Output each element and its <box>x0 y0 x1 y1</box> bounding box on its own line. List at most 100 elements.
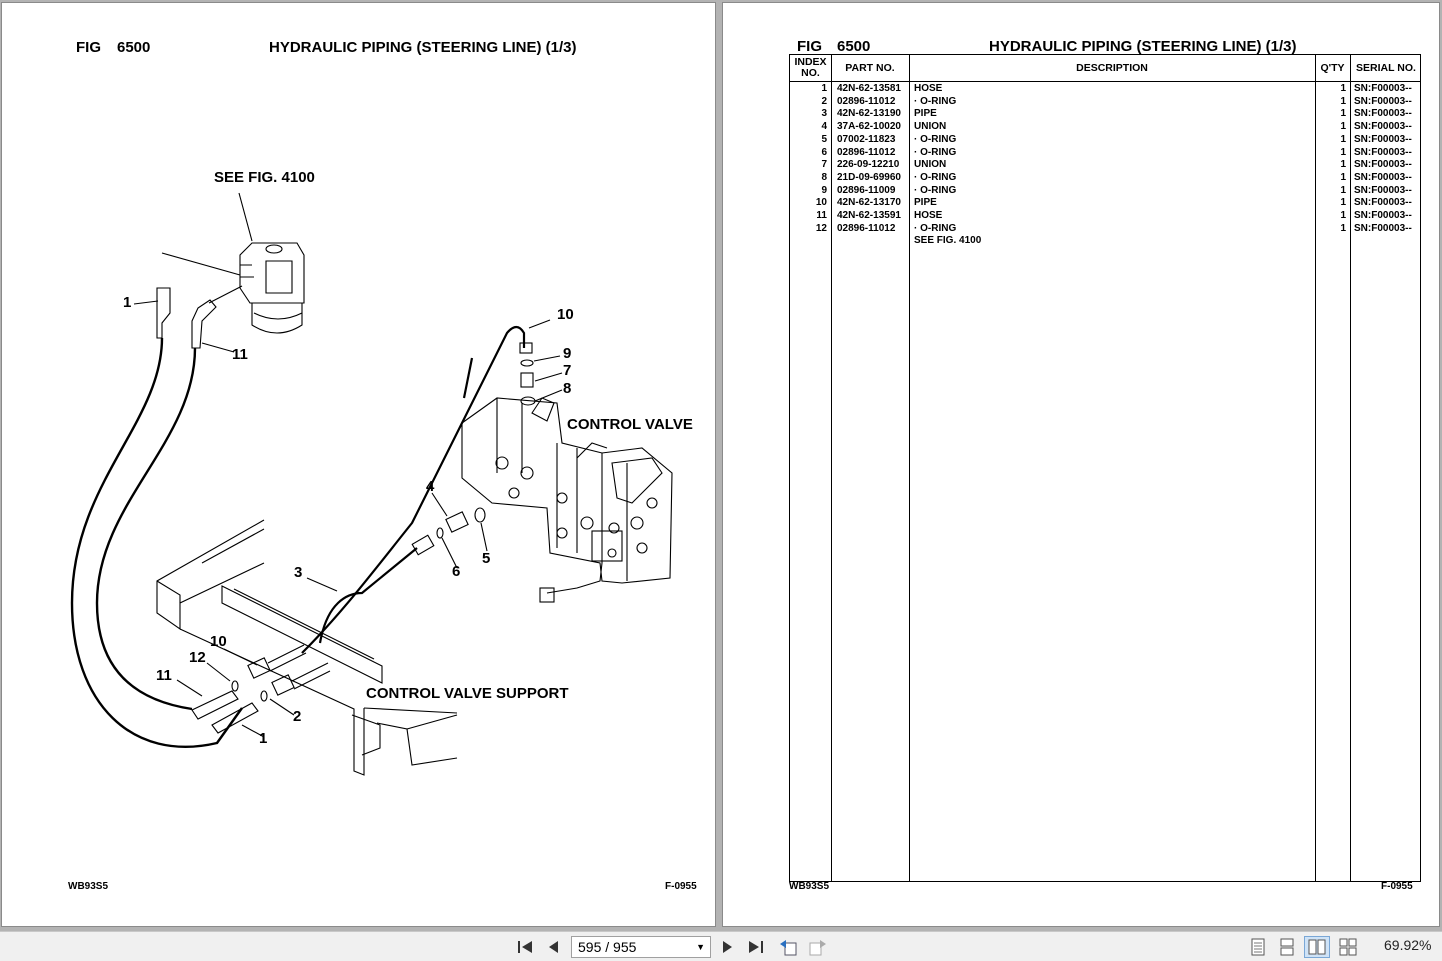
fig-label: FIG <box>797 38 822 55</box>
cell-serial: SN:F00003-- <box>1354 108 1412 120</box>
callout-12: 12 <box>189 649 206 666</box>
cell-index: 7 <box>821 159 827 171</box>
footer-page-code: F-0955 <box>665 881 697 892</box>
callout-4: 4 <box>426 478 435 495</box>
cell-description: · O-RING <box>914 95 957 107</box>
cell-part-number: 42N-62-13190 <box>837 108 901 120</box>
callout-8: 8 <box>563 380 572 397</box>
callout-10: 10 <box>557 306 574 323</box>
cell-index: 5 <box>821 133 827 145</box>
callout-1: 1 <box>123 294 132 311</box>
cell-part-number: 02896-11012 <box>837 222 896 234</box>
callout-11b: 11 <box>156 667 172 684</box>
cell-serial: SN:F00003-- <box>1354 184 1412 196</box>
cell-serial: SN:F00003-- <box>1354 133 1412 145</box>
cell-qty: 1 <box>1340 83 1346 94</box>
cell-description: PIPE <box>914 108 937 120</box>
single-page-view-icon[interactable] <box>1247 936 1269 958</box>
cell-description: HOSE <box>914 83 943 94</box>
cell-description: UNION <box>914 159 947 171</box>
cell-qty: 1 <box>1340 159 1346 171</box>
cell-qty: 1 <box>1340 210 1346 221</box>
cell-serial: SN:F00003-- <box>1354 95 1412 107</box>
continuous-facing-view-icon[interactable] <box>1336 936 1360 958</box>
cell-description: · O-RING <box>914 146 957 158</box>
viewer-toolbar: 595 / 955 ▼ 69.92% <box>0 931 1442 961</box>
callout-11: 11 <box>232 346 248 363</box>
callout-7: 7 <box>563 362 572 379</box>
callout-2: 2 <box>293 708 302 725</box>
cell-qty: 1 <box>1340 171 1346 183</box>
continuous-view-icon[interactable] <box>1276 936 1298 958</box>
callout-9: 9 <box>563 345 572 362</box>
cell-index: 9 <box>821 184 827 196</box>
fig-number: 6500 <box>117 39 151 56</box>
cell-part-number: 02896-11012 <box>837 146 896 158</box>
cell-part-number: 02896-11009 <box>837 184 896 196</box>
cell-serial: SN:F00003-- <box>1354 222 1412 234</box>
cell-serial: SN:F00003-- <box>1354 83 1412 94</box>
cell-index: 8 <box>821 171 827 183</box>
callout-1b: 1 <box>259 730 268 747</box>
cell-part-number: 226-09-12210 <box>837 159 900 171</box>
last-page-icon[interactable] <box>745 936 767 958</box>
callout-3: 3 <box>294 564 303 581</box>
cell-part-number: 42N-62-13581 <box>837 83 901 94</box>
cell-serial: SN:F00003-- <box>1354 146 1412 158</box>
control-valve-support-callout: CONTROL VALVE SUPPORT <box>366 685 569 702</box>
cell-serial: SN:F00003-- <box>1354 121 1412 133</box>
cell-serial: SN:F00003-- <box>1354 197 1412 209</box>
first-page-icon[interactable] <box>514 936 536 958</box>
see-fig-callout: SEE FIG. 4100 <box>214 169 315 186</box>
parts-list-page: FIG 6500 HYDRAULIC PIPING (STEERING LINE… <box>722 2 1440 927</box>
cell-part-number: 02896-11012 <box>837 95 896 107</box>
fig-label: FIG <box>76 39 101 56</box>
cell-qty: 1 <box>1340 108 1346 120</box>
table-row: 5 07002-11823 · O-RING 1 SN:F00003-- <box>790 134 1420 147</box>
page-number-select[interactable]: 595 / 955 ▼ <box>571 936 711 958</box>
cell-index: 6 <box>821 146 827 158</box>
cell-qty: 1 <box>1340 121 1346 133</box>
col-header-description: DESCRIPTION <box>1076 61 1148 74</box>
cell-qty: 1 <box>1340 146 1346 158</box>
col-header-qty: Q'TY <box>1320 61 1345 74</box>
cell-part-number: 37A-62-10020 <box>837 121 901 133</box>
cell-index: 10 <box>815 197 827 209</box>
cell-description: · O-RING <box>914 133 957 145</box>
steering-line-drawing <box>70 192 673 776</box>
parts-table: INDEX NO. PART NO. DESCRIPTION Q'TY SERI… <box>789 54 1421 882</box>
cell-qty: 1 <box>1340 133 1346 145</box>
col-header-part: PART NO. <box>845 61 895 74</box>
cell-description: HOSE <box>914 210 943 221</box>
prev-page-icon[interactable] <box>543 936 563 958</box>
control-valve-callout: CONTROL VALVE <box>567 416 693 433</box>
go-forward-icon[interactable] <box>806 936 830 958</box>
cell-qty: 1 <box>1340 197 1346 209</box>
callout-10b: 10 <box>210 633 227 650</box>
page-title: HYDRAULIC PIPING (STEERING LINE) (1/3) <box>989 38 1297 55</box>
cell-description: · O-RING <box>914 171 957 183</box>
cell-serial: SN:F00003-- <box>1354 210 1412 221</box>
cell-index: 4 <box>821 121 827 133</box>
cell-index: 12 <box>815 222 827 234</box>
footer-model: WB93S5 <box>789 881 830 892</box>
go-back-icon[interactable] <box>776 936 800 958</box>
facing-view-icon[interactable] <box>1304 936 1330 958</box>
cell-part-number: 21D-09-69960 <box>837 171 901 183</box>
zoom-level[interactable]: 69.92% <box>1384 937 1432 953</box>
next-page-icon[interactable] <box>718 936 738 958</box>
cell-part-number: 07002-11823 <box>837 133 896 145</box>
col-header-serial: SERIAL NO. <box>1356 61 1416 74</box>
footer-page-code: F-0955 <box>1381 881 1413 892</box>
chevron-down-icon: ▼ <box>696 942 705 952</box>
fig-number: 6500 <box>837 38 871 55</box>
drawing-page: FIG 6500 HYDRAULIC PIPING (STEERING LINE… <box>1 2 716 927</box>
cell-part-number: 42N-62-13170 <box>837 197 901 209</box>
